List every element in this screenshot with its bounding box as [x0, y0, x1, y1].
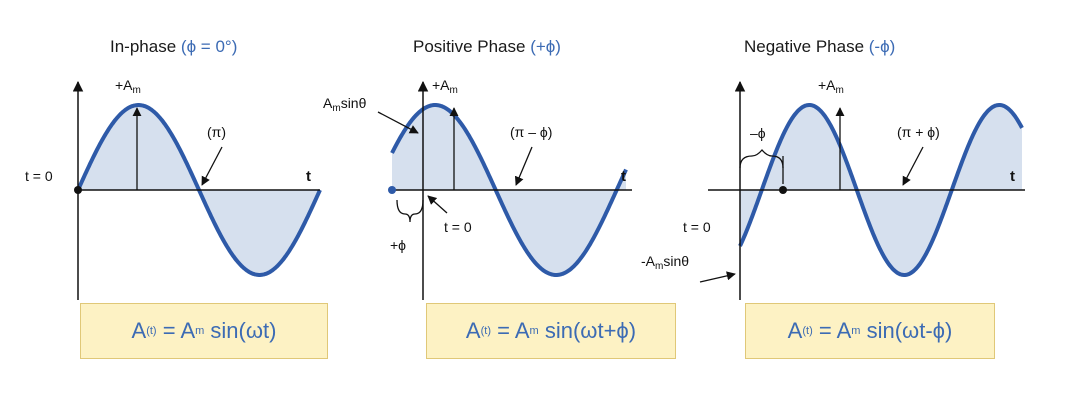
- eq-rhs: = A: [818, 318, 852, 343]
- eq-lhs-sub: (t): [480, 325, 491, 337]
- title-phase: (+ϕ): [530, 37, 561, 56]
- t-axis-label: t: [306, 168, 311, 185]
- eq-lhs: A: [131, 318, 147, 343]
- panel-positive-phase: Positive Phase (+ϕ) +Am Amsinθ (π – ϕ) t…: [323, 37, 632, 300]
- eq-function: sin(ωt-ϕ): [866, 318, 953, 343]
- sine-wave: [390, 103, 628, 277]
- panel-title: Positive Phase (+ϕ): [413, 37, 561, 56]
- peak-label: +Am: [432, 77, 458, 96]
- peak-label: +Am: [115, 77, 141, 96]
- eq-lhs: A: [465, 318, 481, 343]
- eq-function: sin(ωt): [210, 318, 277, 343]
- panel-title: Negative Phase (-ϕ): [744, 37, 895, 56]
- eq-rhs-sub: m: [195, 325, 205, 337]
- eq-lhs-sub: (t): [802, 325, 813, 337]
- title-phase: (ϕ = 0°): [181, 37, 237, 56]
- crossing-arrow: [201, 146, 223, 186]
- crossing-arrow: [514, 146, 533, 186]
- phase-label: –ϕ: [750, 125, 766, 141]
- crossing-label: (π): [207, 124, 226, 140]
- start-dot: [388, 186, 396, 194]
- title-text: In-phase: [110, 37, 176, 56]
- title-text: Positive Phase: [413, 37, 525, 56]
- sine-wave: [738, 103, 1024, 277]
- t-zero-label: t = 0: [444, 219, 472, 235]
- crossing-label: (π + ϕ): [897, 124, 940, 140]
- amplitude-arrow: [377, 111, 419, 134]
- t-zero-label: t = 0: [683, 219, 711, 235]
- phase-brace: [396, 199, 424, 223]
- title-text: Negative Phase: [744, 37, 864, 56]
- amplitude-label: Amsinθ: [323, 95, 367, 114]
- crossing-arrow: [902, 146, 924, 186]
- amplitude-label: -Amsinθ: [641, 253, 689, 272]
- phase-label: +ϕ: [390, 237, 406, 253]
- t-zero-arrow: [427, 195, 448, 214]
- eq-rhs: = A: [162, 318, 196, 343]
- peak-label: +Am: [818, 77, 844, 96]
- eq-function: sin(ωt+ϕ): [544, 318, 637, 343]
- eq-rhs-sub: m: [529, 325, 539, 337]
- eq-lhs-sub: (t): [146, 325, 157, 337]
- crossing-label: (π – ϕ): [510, 124, 552, 140]
- phase-brace: [739, 148, 784, 169]
- panel-in-phase: In-phase (ϕ = 0°) +Am (π) t = 0 t: [25, 37, 322, 300]
- origin-dot: [74, 186, 82, 194]
- title-phase: (-ϕ): [869, 37, 896, 56]
- t-axis-label: t: [621, 168, 626, 185]
- t-zero-label: t = 0: [25, 168, 53, 184]
- crossing-dot: [779, 186, 787, 194]
- panel-negative-phase: Negative Phase (-ϕ) +Am –ϕ (π + ϕ) t = 0…: [641, 37, 1025, 300]
- panel-title: In-phase (ϕ = 0°): [110, 37, 237, 56]
- amplitude-arrow: [699, 271, 736, 283]
- t-axis-label: t: [1010, 168, 1015, 185]
- eq-lhs: A: [787, 318, 803, 343]
- eq-rhs-sub: m: [851, 325, 861, 337]
- eq-rhs: = A: [497, 318, 530, 343]
